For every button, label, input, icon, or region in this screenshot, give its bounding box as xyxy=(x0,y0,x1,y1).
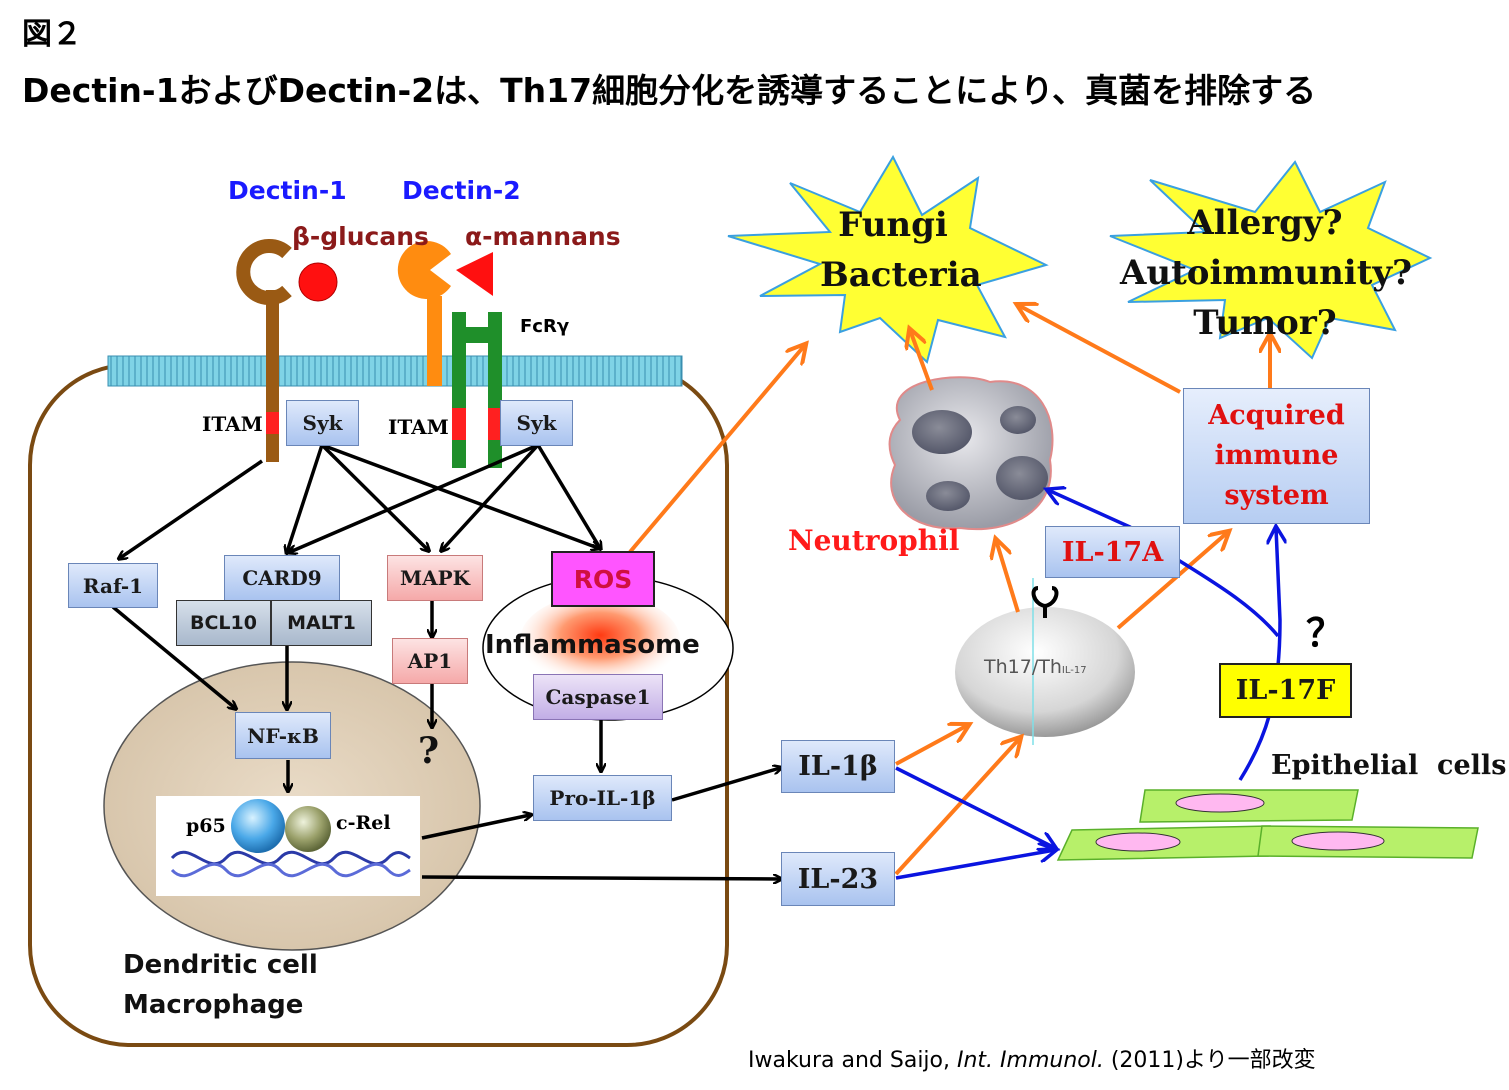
dectin1-label: Dectin-1 xyxy=(228,176,347,205)
dectin2-receptor-icon xyxy=(397,241,451,386)
il17f-question-mark: ？ xyxy=(1306,610,1345,655)
fungi-label: Fungi xyxy=(838,205,948,245)
dna-panel xyxy=(156,796,420,896)
th17-cell-icon xyxy=(955,607,1135,737)
ap1-box: AP1 xyxy=(392,638,468,684)
bcl10-box: BCL10 xyxy=(176,600,271,646)
figure-label: 図２ xyxy=(22,17,82,52)
syk2-box: Syk xyxy=(500,400,573,446)
beta-glucans-label: β-glucans xyxy=(292,222,429,251)
neutrophil-label: Neutrophil xyxy=(788,524,960,557)
cell-type-label-2: Macrophage xyxy=(123,990,304,1020)
mapk-box: MAPK xyxy=(387,555,483,601)
citation: Iwakura and Saijo, Int. Immunol. (2011)よ… xyxy=(748,1042,1316,1074)
itam1-label: ITAM xyxy=(202,412,263,436)
il1b-box: IL-1β xyxy=(781,740,895,793)
il23-box: IL-23 xyxy=(781,852,895,906)
il17-receptor-icon xyxy=(1031,586,1059,618)
allergy-label: Allergy? xyxy=(1187,203,1343,243)
orange-arrows xyxy=(628,305,1270,876)
itam2-label: ITAM xyxy=(388,415,449,439)
autoimmunity-label: Autoimmunity? xyxy=(1120,253,1413,293)
dectin2-label: Dectin-2 xyxy=(402,176,521,205)
dna-helix-icon xyxy=(170,850,411,878)
ros-box: ROS xyxy=(551,551,655,607)
th17-label-sub: IL-17 xyxy=(1061,665,1087,676)
epithelial-cells-label: Epithelial cells xyxy=(1271,750,1507,781)
caspase1-box: Caspase1 xyxy=(533,674,663,720)
alpha-mannan-ligand-icon xyxy=(456,252,493,296)
beta-glucan-ligand-icon xyxy=(298,262,338,302)
crel-label: c-Rel xyxy=(336,812,391,834)
raf1-box: Raf-1 xyxy=(68,563,158,608)
neutrophil-icon xyxy=(888,376,1054,531)
fcr-gamma-label: FcRγ xyxy=(520,316,570,337)
card9-box: CARD9 xyxy=(224,555,340,601)
fungi-star-text: Fungi Bacteria xyxy=(820,200,982,300)
alpha-mannans-label: α-mannans xyxy=(465,222,621,251)
nucleus-question-mark: ? xyxy=(418,730,440,772)
il17f-box: IL-17F xyxy=(1219,663,1352,718)
inflammasome-label: Inflammasome xyxy=(485,630,700,660)
bacteria-label: Bacteria xyxy=(820,255,982,295)
syk1-box: Syk xyxy=(286,400,359,446)
crel-ball-icon xyxy=(285,806,331,852)
acquired-immune-system-box: Acquired immune system xyxy=(1183,388,1370,524)
plasma-membrane xyxy=(107,355,683,387)
p65-ball-icon xyxy=(231,799,285,853)
dectin1-receptor-icon xyxy=(236,239,292,462)
citation-rest: (2011)より一部改変 xyxy=(1103,1048,1316,1073)
malt1-box: MALT1 xyxy=(271,600,372,646)
pro-il1b-box: Pro-IL-1β xyxy=(533,775,672,821)
acquired-line-1: Acquired xyxy=(1208,400,1345,431)
inflammasome-glow xyxy=(520,594,680,686)
tumor-label: Tumor? xyxy=(1193,303,1337,343)
p65-label: p65 xyxy=(186,815,226,837)
allergy-star-text: Allergy? Autoimmunity? Tumor? xyxy=(1120,198,1413,348)
epithelial-cells-icon xyxy=(1056,789,1479,861)
acquired-line-3: system xyxy=(1224,480,1329,511)
acquired-line-2: immune xyxy=(1214,440,1339,471)
figure-title: Dectin-1およびDectin-2は、Th17細胞分化を誘導することにより、… xyxy=(22,71,1317,110)
il17a-box: IL-17A xyxy=(1045,526,1180,578)
citation-journal: Int. Immunol. xyxy=(957,1048,1104,1073)
allergy-starburst-icon xyxy=(1109,160,1433,360)
nfkb-box: NF-κB xyxy=(235,712,331,759)
th17-label-main: Th17/Th xyxy=(984,656,1062,678)
fungi-starburst-icon xyxy=(727,154,1049,364)
cell-type-label-1: Dendritic cell xyxy=(123,950,318,980)
fcr-gamma-icon xyxy=(452,312,502,468)
th17-label: Th17/ThIL-17 xyxy=(984,656,1087,678)
citation-authors: Iwakura and Saijo, xyxy=(748,1048,957,1073)
signaling-arrows xyxy=(111,443,780,879)
